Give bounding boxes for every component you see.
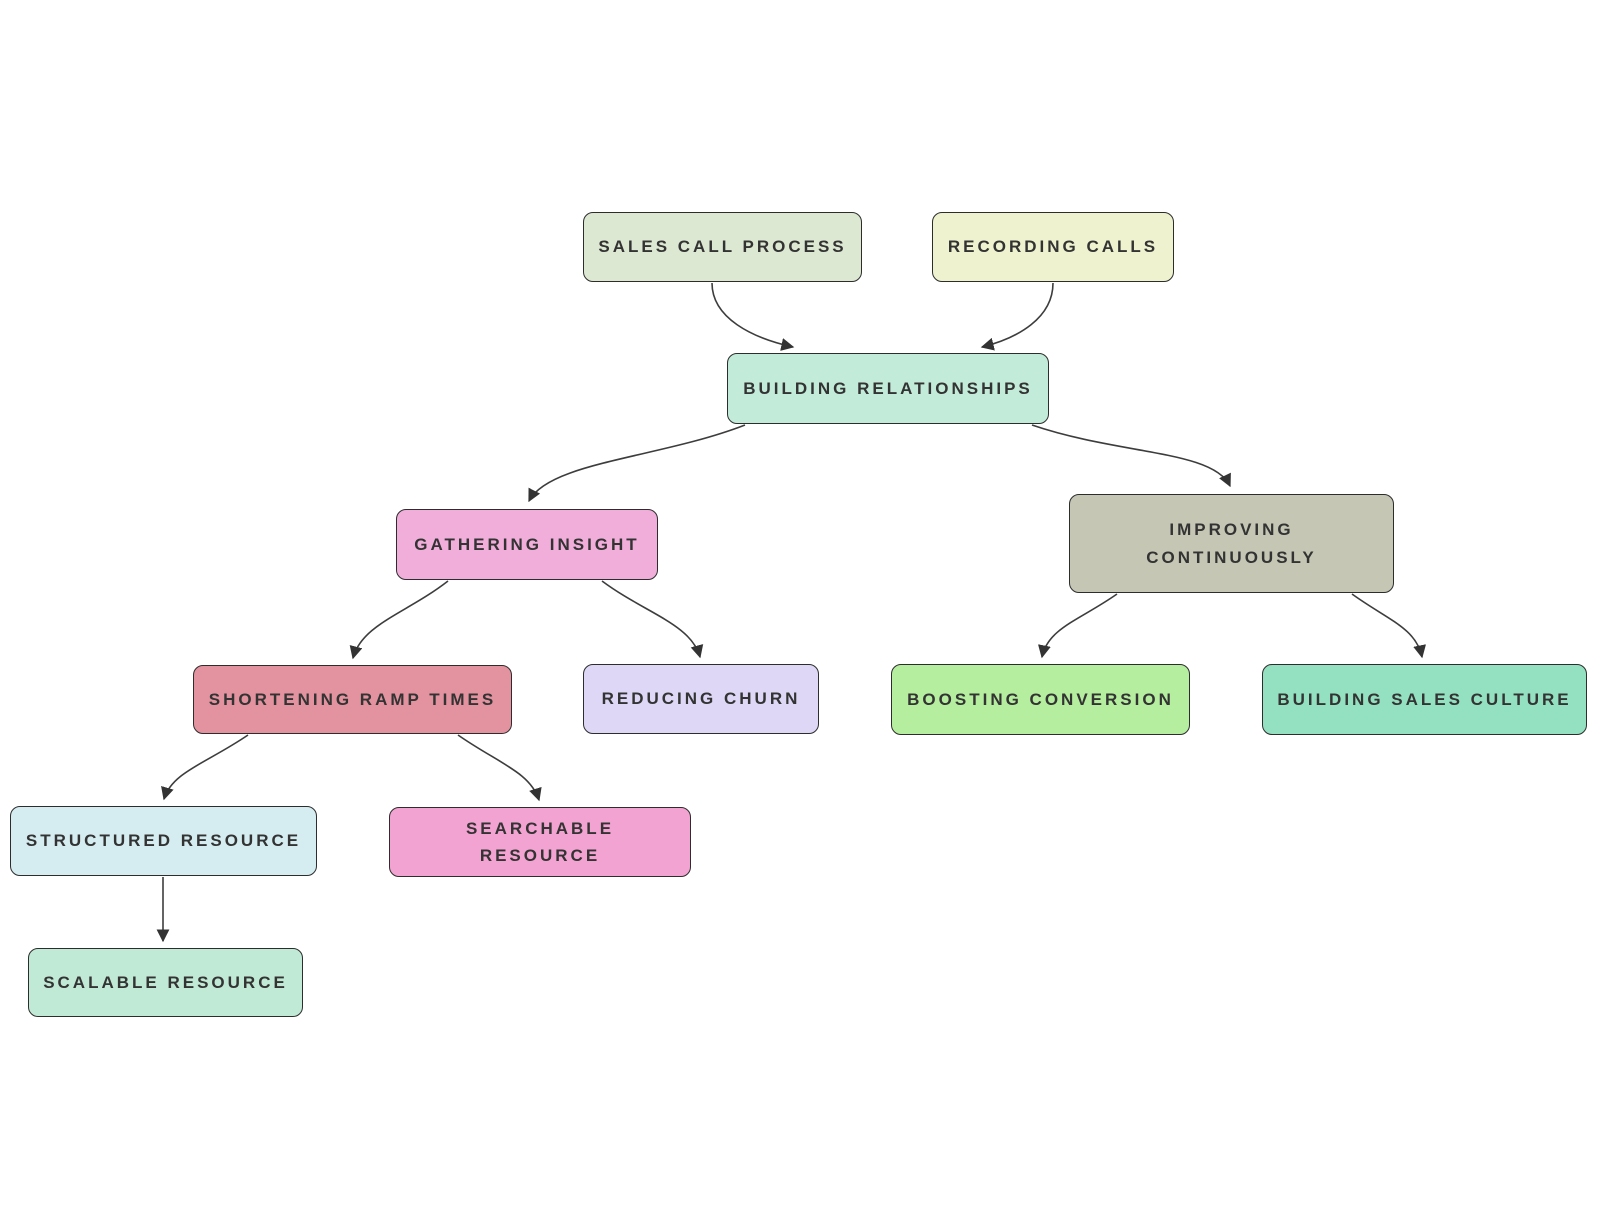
edge-shortening-ramp-times-to-structured-resource (161, 734, 249, 801)
node-boosting-conversion-label: BOOSTING CONVERSION (907, 689, 1174, 709)
node-boosting-conversion: BOOSTING CONVERSION (891, 664, 1190, 735)
node-scalable-resource-label: SCALABLE RESOURCE (43, 972, 288, 992)
node-searchable-resource: SEARCHABLE RESOURCE (389, 807, 691, 877)
node-gathering-insight-label: GATHERING INSIGHT (414, 534, 640, 554)
node-building-relationships: BUILDING RELATIONSHIPS (727, 353, 1049, 424)
node-searchable-resource-label: SEARCHABLE RESOURCE (465, 818, 615, 865)
node-building-relationships-label: BUILDING RELATIONSHIPS (743, 378, 1033, 398)
node-structured-resource-label: STRUCTURED RESOURCE (25, 831, 302, 851)
node-gathering-insight: GATHERING INSIGHT (396, 509, 658, 580)
node-improving-continuously-label: IMPROVING CONTINUOUSLY (1146, 520, 1317, 567)
node-sales-call-process-label: SALES CALL PROCESS (598, 237, 847, 257)
node-sales-call-process: SALES CALL PROCESS (583, 212, 862, 282)
edge-improving-continuously-to-boosting-conversion (1038, 593, 1118, 659)
edge-building-relationships-to-improving-continuously (1031, 424, 1231, 488)
node-building-sales-culture: BUILDING SALES CULTURE (1262, 664, 1587, 735)
edge-recording-calls-to-building-relationships (980, 282, 1054, 351)
node-building-sales-culture-label: BUILDING SALES CULTURE (1277, 689, 1572, 709)
node-improving-continuously: IMPROVING CONTINUOUSLY (1069, 494, 1394, 593)
edge-gathering-insight-to-reducing-churn (601, 580, 704, 659)
node-shortening-ramp-times: SHORTENING RAMP TIMES (193, 665, 512, 734)
node-shortening-ramp-times-label: SHORTENING RAMP TIMES (208, 689, 497, 709)
node-scalable-resource: SCALABLE RESOURCE (28, 948, 303, 1017)
node-recording-calls-label: RECORDING CALLS (947, 237, 1159, 257)
node-structured-resource: STRUCTURED RESOURCE (10, 806, 317, 876)
edge-improving-continuously-to-building-sales-culture (1351, 593, 1426, 659)
edge-gathering-insight-to-shortening-ramp-times (349, 580, 449, 660)
edge-shortening-ramp-times-to-searchable-resource (457, 734, 542, 802)
node-recording-calls: RECORDING CALLS (932, 212, 1174, 282)
edge-building-relationships-to-gathering-insight (528, 424, 746, 503)
node-reducing-churn-label: REDUCING CHURN (601, 689, 801, 709)
node-reducing-churn: REDUCING CHURN (583, 664, 819, 734)
edge-sales-call-process-to-building-relationships (711, 282, 795, 351)
